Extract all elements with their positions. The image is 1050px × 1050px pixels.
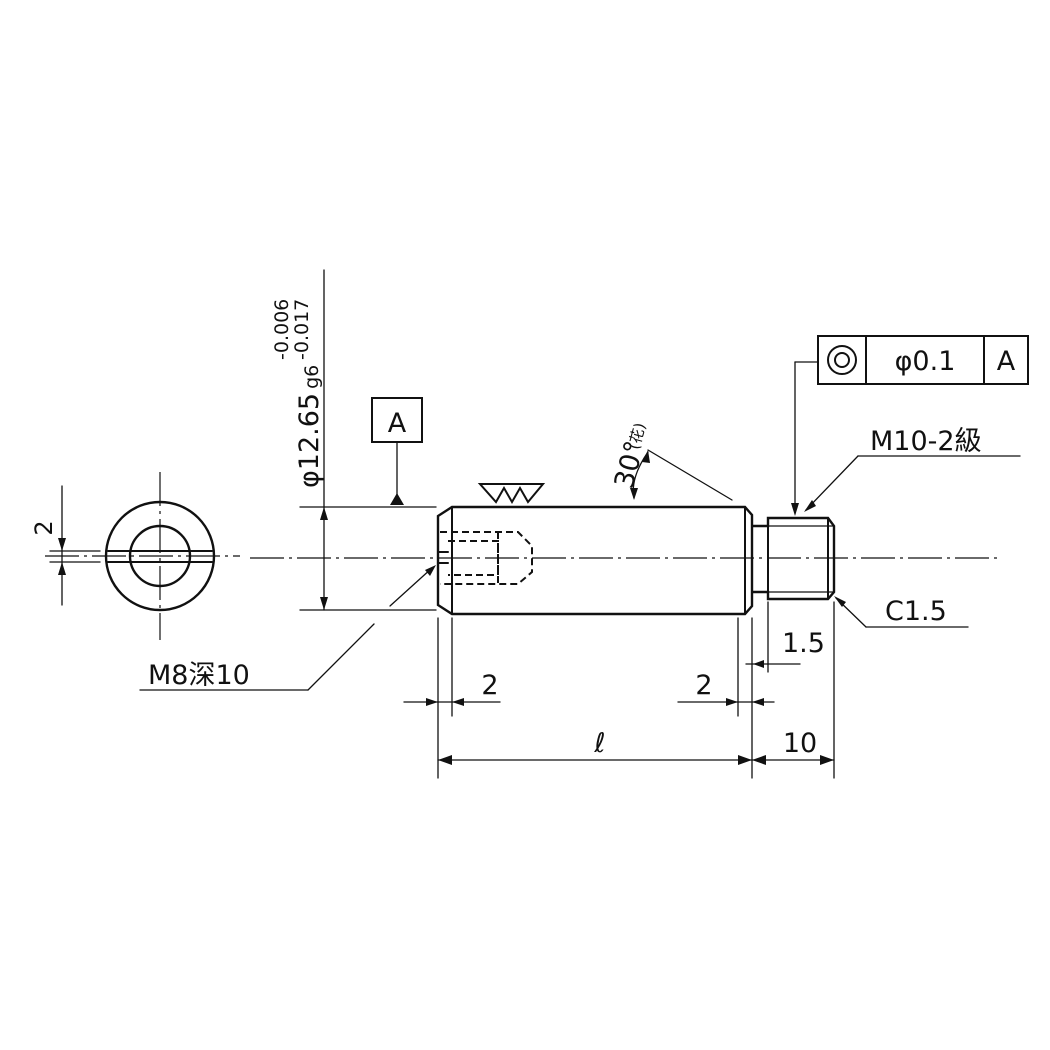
diameter-upper-dev: -0.006 xyxy=(271,299,293,360)
chamfer-right-label: 2 xyxy=(695,670,712,701)
knurl-mark-icon xyxy=(477,483,546,505)
thread-length-label: 10 xyxy=(783,728,817,759)
length-label: ℓ xyxy=(593,728,605,759)
thread-spec-label: M10-2級 xyxy=(870,426,982,457)
diameter-lower-dev: -0.017 xyxy=(291,299,313,360)
tapped-hole-label: M8深10 xyxy=(148,660,250,691)
chamfer-left-label: 2 xyxy=(481,670,498,701)
angle-annotation: 30° (花) xyxy=(609,421,733,501)
svg-text:φ12.65g6: φ12.65 g6 xyxy=(294,365,325,488)
concentricity-symbol-icon xyxy=(827,345,857,375)
datum-triangle-icon xyxy=(390,493,404,505)
thread-callout: M10-2級 xyxy=(804,426,1021,512)
end-slot-width-label: 2 xyxy=(30,520,58,535)
feature-control-frame: φ0.1 A xyxy=(791,335,1029,516)
chamfer-dim-label: 1.5 xyxy=(782,628,825,659)
diameter-main-label: φ12.65 xyxy=(294,393,325,488)
diameter-fit-label: g6 xyxy=(301,365,323,389)
tapped-hole-callout: M8深10 xyxy=(139,565,436,691)
fcf-tolerance: φ0.1 xyxy=(895,346,956,377)
pin-body xyxy=(436,505,836,616)
bottom-dimensions: 2 2 ℓ 10 xyxy=(403,601,835,779)
diameter-dimension: φ12.65 g6 -0.006 -0.017 xyxy=(271,269,437,611)
datum-letter: A xyxy=(388,408,407,439)
chamfer-callout: C1.5 xyxy=(834,596,969,628)
chamfer-1p5-dimension: 1.5 xyxy=(745,601,825,673)
end-view: 2 xyxy=(30,472,240,640)
fcf-datum: A xyxy=(997,346,1016,377)
chamfer-label: C1.5 xyxy=(885,596,947,627)
datum-a: A xyxy=(371,397,423,505)
